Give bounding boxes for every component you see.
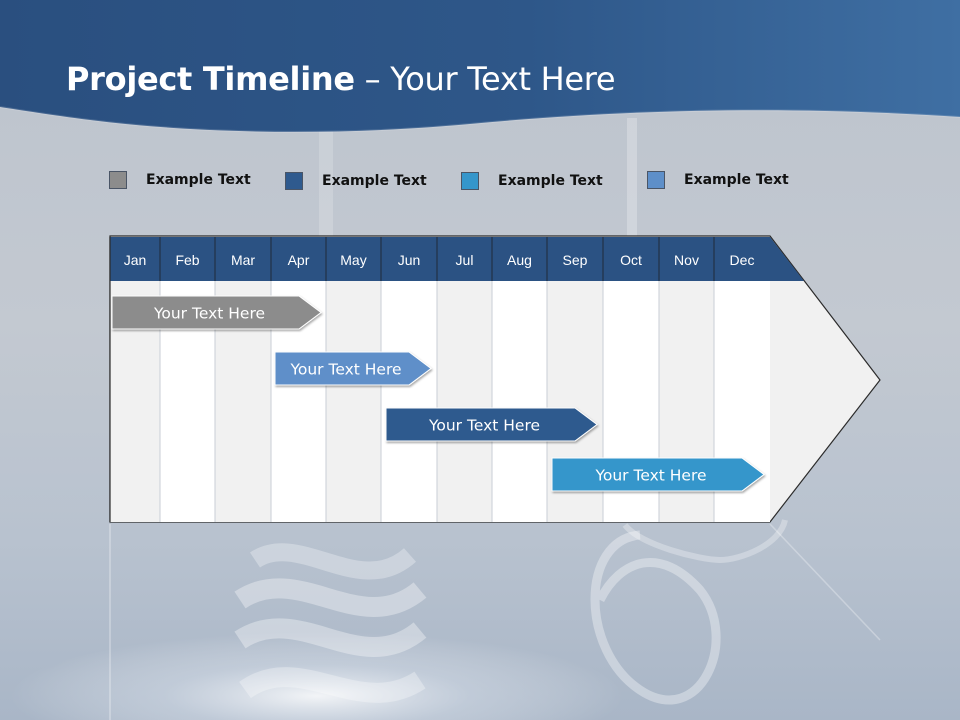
month-label-dec: Dec	[730, 252, 755, 268]
month-label-sep: Sep	[563, 252, 588, 268]
task-arrow	[111, 295, 322, 330]
legend-label: Example Text	[146, 172, 251, 188]
task-arrow	[385, 407, 598, 442]
month-column	[492, 281, 547, 522]
task-label: Your Text Here	[153, 305, 265, 323]
page-title: Project Timeline – Your Text Here	[66, 60, 616, 98]
task-bar	[551, 457, 765, 492]
month-label-feb: Feb	[175, 252, 199, 268]
month-header-tip	[770, 237, 804, 281]
month-column	[326, 281, 381, 522]
month-label-apr: Apr	[288, 252, 310, 268]
task-arrow	[274, 351, 432, 386]
month-label-jun: Jun	[398, 252, 421, 268]
month-header-bar	[110, 237, 770, 281]
legend-swatch	[647, 171, 665, 189]
title-rest: – Your Text Here	[354, 60, 616, 98]
task-bar	[274, 351, 432, 386]
legend-label: Example Text	[322, 173, 427, 189]
month-label-jul: Jul	[456, 252, 474, 268]
month-label-aug: Aug	[507, 252, 532, 268]
task-label: Your Text Here	[428, 417, 540, 435]
legend-label: Example Text	[684, 172, 789, 188]
legend-swatch	[109, 171, 127, 189]
task-arrow	[551, 457, 765, 492]
legend-swatch	[285, 172, 303, 190]
month-label-jan: Jan	[124, 252, 147, 268]
legend-swatch	[461, 172, 479, 190]
month-column	[437, 281, 492, 522]
month-label-oct: Oct	[620, 252, 642, 268]
month-column	[381, 281, 437, 522]
task-label: Your Text Here	[594, 467, 706, 485]
title-bold: Project Timeline	[66, 60, 355, 98]
task-bar	[111, 295, 322, 330]
legend-label: Example Text	[498, 173, 603, 189]
month-label-mar: Mar	[231, 252, 255, 268]
task-label: Your Text Here	[289, 361, 401, 379]
month-label-nov: Nov	[674, 252, 699, 268]
task-bar	[385, 407, 598, 442]
month-label-may: May	[340, 252, 366, 268]
